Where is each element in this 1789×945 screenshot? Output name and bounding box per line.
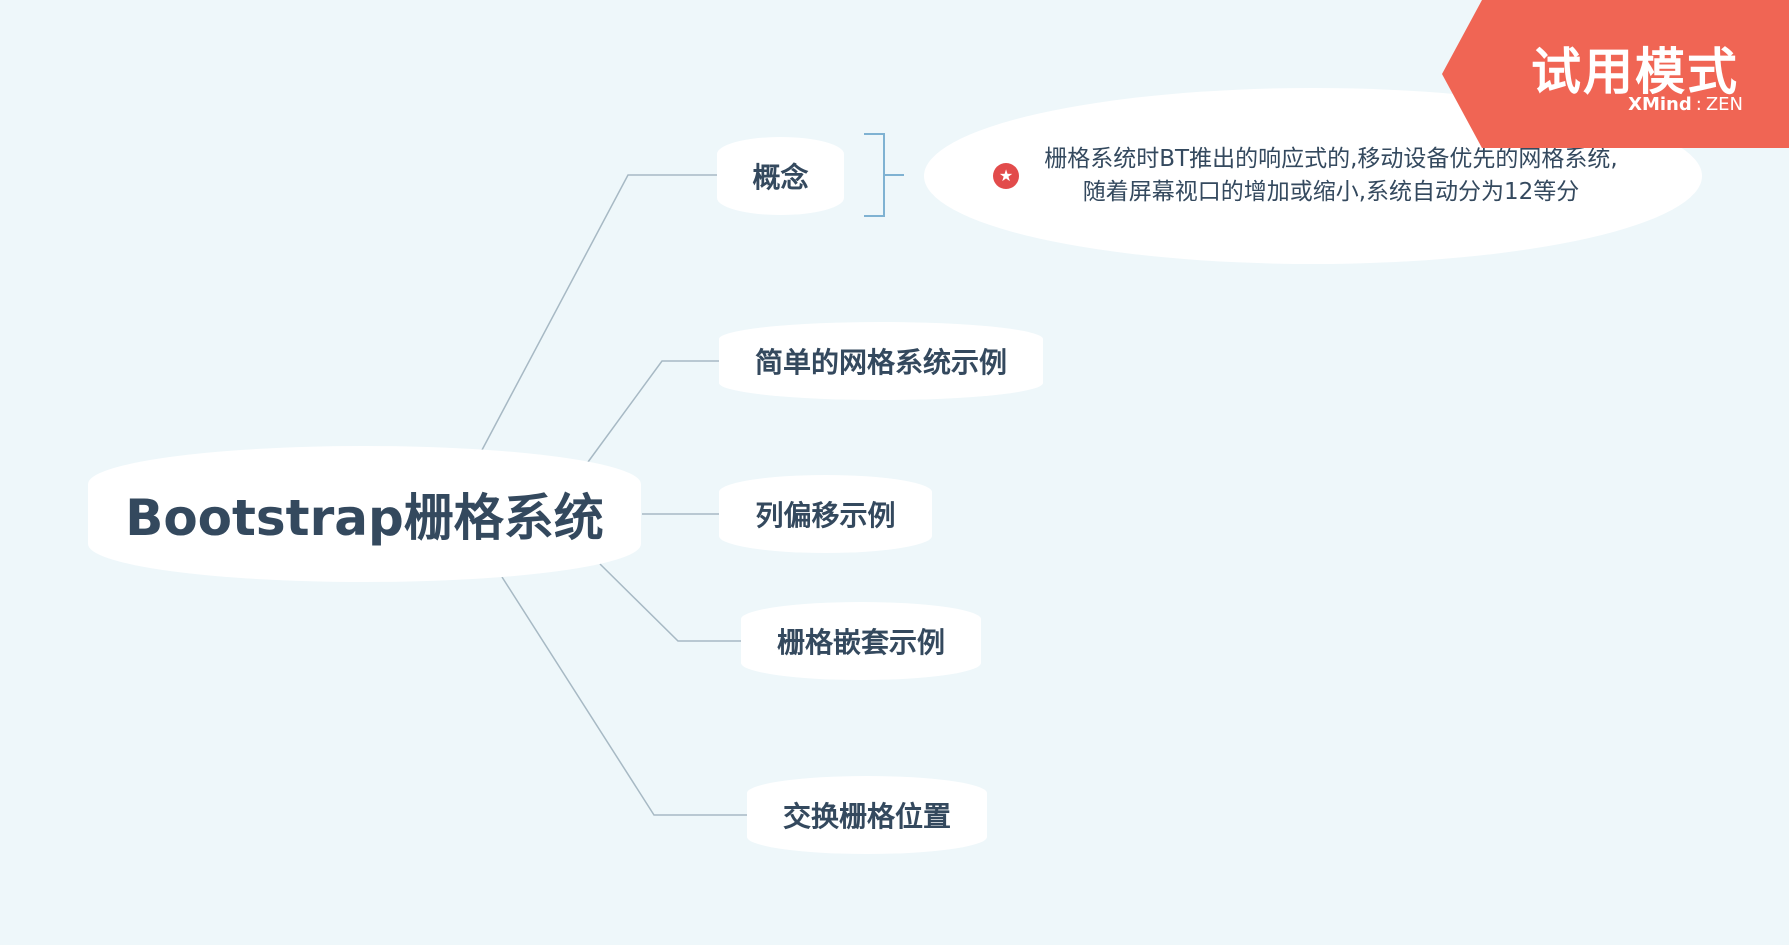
connector-simple-grid	[587, 360, 719, 463]
star-icon: ★	[993, 163, 1019, 189]
topic-swap-grid-position[interactable]: 交换栅格位置	[747, 776, 987, 854]
connector-grid-nesting	[599, 563, 741, 642]
brand-separator: :	[1695, 94, 1702, 115]
summary-line-2: 随着屏幕视口的增加或缩小,系统自动分为12等分	[1082, 179, 1580, 205]
note-bracket	[864, 133, 904, 217]
topic-concept[interactable]: 概念	[717, 137, 844, 215]
trial-mode-watermark: 试用模式 XMind:ZEN	[1442, 0, 1789, 148]
brand-name: XMind	[1628, 94, 1692, 115]
connector-concept	[481, 174, 717, 451]
trial-mode-label: 试用模式	[1531, 43, 1739, 101]
topic-grid-nesting-example[interactable]: 栅格嵌套示例	[741, 602, 981, 680]
brand-edition: ZEN	[1705, 94, 1743, 115]
topic-simple-grid-example[interactable]: 简单的网格系统示例	[719, 322, 1043, 400]
summary-text: 栅格系统时BT推出的响应式的,移动设备优先的网格系统, 随着屏幕视口的增加或缩小…	[1044, 143, 1617, 209]
connector-swap-position	[501, 576, 747, 816]
summary-line-1: 栅格系统时BT推出的响应式的,移动设备优先的网格系统,	[1044, 146, 1618, 172]
topic-column-offset-example[interactable]: 列偏移示例	[719, 475, 932, 553]
xmind-zen-logo: XMind:ZEN	[1628, 94, 1743, 115]
root-topic[interactable]: Bootstrap栅格系统	[88, 446, 641, 582]
